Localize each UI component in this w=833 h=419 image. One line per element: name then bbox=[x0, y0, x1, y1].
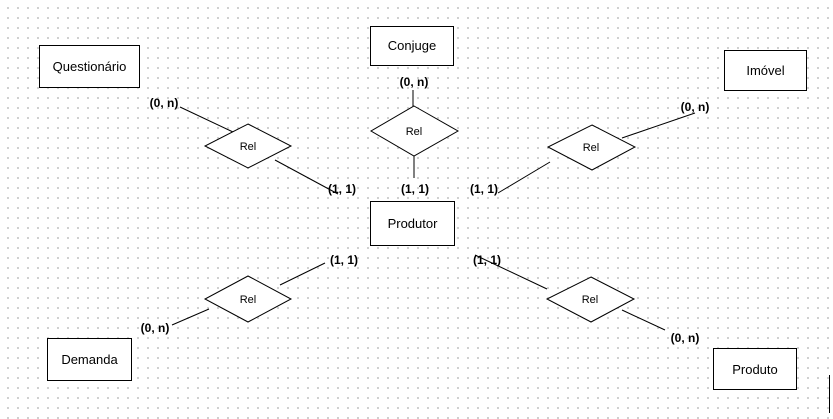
line-rel-demanda-entity bbox=[171, 308, 210, 326]
line-imovel-rel bbox=[621, 112, 696, 139]
line-questionario-rel bbox=[179, 106, 234, 133]
entity-conjuge[interactable]: Conjuge bbox=[370, 26, 454, 66]
line-produtor-rel-produto bbox=[474, 254, 548, 290]
entity-questionario-label: Questionário bbox=[53, 59, 127, 74]
cardinality-questionario-produtor: (1, 1) bbox=[328, 182, 356, 196]
rel-imovel-label: Rel bbox=[583, 142, 600, 154]
line-rel-produtor-questionario bbox=[274, 159, 339, 195]
rel-produto-label: Rel bbox=[582, 294, 599, 306]
cardinality-questionario-entity: (0, n) bbox=[150, 96, 179, 110]
rel-produto-produtor[interactable]: Rel bbox=[545, 276, 636, 323]
entity-demanda-label: Demanda bbox=[61, 352, 118, 367]
entity-produtor[interactable]: Produtor bbox=[370, 201, 455, 246]
entity-produto[interactable]: Produto bbox=[713, 348, 797, 390]
cardinality-produto-produtor: (1, 1) bbox=[473, 253, 501, 267]
entity-imovel[interactable]: Imóvel bbox=[724, 50, 807, 91]
entity-produto-label: Produto bbox=[732, 362, 778, 377]
entity-imovel-label: Imóvel bbox=[746, 63, 784, 78]
entity-produtor-label: Produtor bbox=[388, 216, 439, 231]
rel-questionario-produtor[interactable]: Rel bbox=[203, 123, 293, 169]
cardinality-produto-entity: (0, n) bbox=[671, 331, 700, 345]
rel-demanda-label: Rel bbox=[240, 294, 257, 306]
cardinality-demanda-entity: (0, n) bbox=[141, 321, 170, 335]
entity-questionario[interactable]: Questionário bbox=[39, 45, 140, 88]
cardinality-conjuge-produtor: (1, 1) bbox=[401, 182, 429, 196]
cardinality-imovel-entity: (0, n) bbox=[681, 100, 710, 114]
line-rel-produto-entity bbox=[621, 309, 666, 331]
entity-demanda[interactable]: Demanda bbox=[47, 338, 132, 381]
rel-conjuge-produtor[interactable]: Rel bbox=[370, 105, 460, 157]
rel-imovel-produtor[interactable]: Rel bbox=[546, 124, 637, 171]
text-cursor bbox=[829, 375, 830, 413]
line-rel-produtor-imovel bbox=[497, 161, 551, 194]
rel-demanda-produtor[interactable]: Rel bbox=[203, 275, 293, 323]
cardinality-demanda-produtor: (1, 1) bbox=[330, 253, 358, 267]
rel-conjuge-label: Rel bbox=[406, 126, 423, 138]
entity-conjuge-label: Conjuge bbox=[388, 38, 436, 53]
line-produtor-rel-demanda bbox=[279, 262, 326, 286]
cardinality-imovel-produtor: (1, 1) bbox=[470, 182, 498, 196]
rel-questionario-label: Rel bbox=[240, 141, 257, 153]
cardinality-conjuge-entity: (0, n) bbox=[400, 75, 429, 89]
